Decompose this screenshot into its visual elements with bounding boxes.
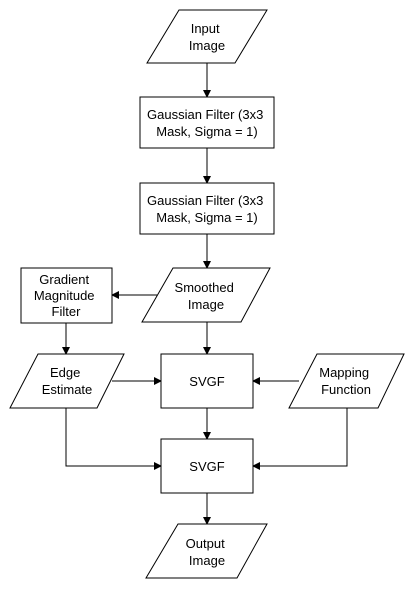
gaussian-filter-1-box [139,96,275,149]
smoothed-image-parallelogram [141,267,271,323]
node-svgf-2: SVGF [160,438,254,494]
gaussian-filter-2-label: Gaussian Filter (3x3 Mask, Sigma = 1) [147,193,267,225]
node-gaussian-filter-1: Gaussian Filter (3x3 Mask, Sigma = 1) [139,96,275,149]
edge-mapping-to-svgf2 [252,408,348,470]
edge-estimate-parallelogram [9,353,125,409]
gaussian-filter-1-label: Gaussian Filter (3x3 Mask, Sigma = 1) [147,107,267,139]
node-mapping-function: Mapping Function [288,353,405,409]
edges [62,63,348,525]
node-smoothed-image: Smoothed Image [141,267,271,323]
edge-edge-estimate-to-svgf2 [65,408,162,470]
node-output-image: Output Image [145,523,268,579]
smoothed-image-label: Smoothed Image [175,280,238,312]
input-image-label: Input Image [189,21,225,53]
svgf-1-box [160,353,254,409]
node-input-image: Input Image [146,9,268,64]
input-parallelogram [146,9,268,64]
edge-estimate-label: Edge Estimate [42,365,93,397]
svgf-2-label: SVGF [189,459,224,474]
gaussian-filter-2-box [139,182,275,235]
output-image-label: Output Image [186,536,229,568]
gradient-magnitude-filter-box [20,267,113,324]
node-svgf-1: SVGF [160,353,254,409]
node-edge-estimate: Edge Estimate [9,353,125,409]
node-gradient-magnitude-filter: Gradient Magnitude Filter [20,267,113,324]
output-image-parallelogram [145,523,268,579]
mapping-function-label: Mapping Function [319,365,373,397]
node-gaussian-filter-2: Gaussian Filter (3x3 Mask, Sigma = 1) [139,182,275,235]
svgf-1-label: SVGF [189,374,224,389]
mapping-function-parallelogram [288,353,405,409]
gradient-magnitude-filter-label: Gradient Magnitude Filter [34,272,98,319]
svgf-2-box [160,438,254,494]
